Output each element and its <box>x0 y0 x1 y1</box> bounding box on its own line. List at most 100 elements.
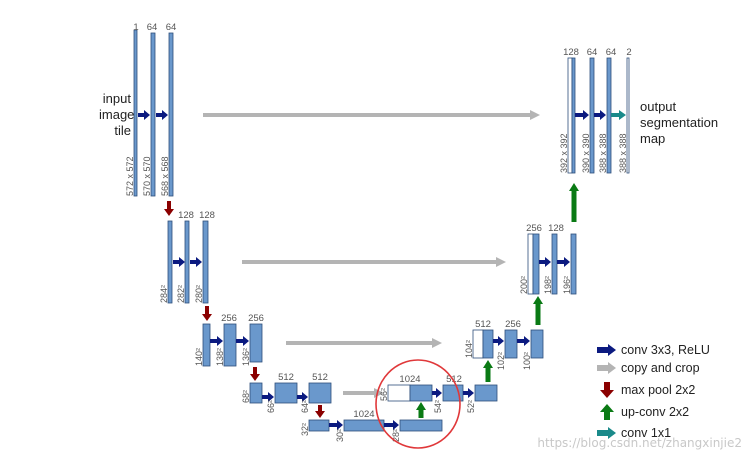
copy-crop-arrow <box>203 110 540 120</box>
feature-size-label: 100² <box>522 352 532 370</box>
feature-size-label: 136² <box>241 348 251 366</box>
channel-count-label: 128 <box>199 210 215 221</box>
channel-count-label: 128 <box>178 210 194 221</box>
feature-map-block <box>570 233 577 295</box>
feature-map-block <box>223 323 237 367</box>
feature-map-block <box>474 384 498 402</box>
channel-count-label: 256 <box>221 313 237 324</box>
feature-size-label: 28² <box>391 429 401 442</box>
legend-conv1x1-label: conv 1x1 <box>621 426 672 440</box>
feature-size-label: 56² <box>379 388 389 401</box>
channel-count-label: 128 <box>563 47 579 58</box>
conv-arrow <box>384 420 399 430</box>
channel-count-label: 2 <box>626 47 631 58</box>
feature-size-label: 32² <box>300 423 310 436</box>
max-pool-arrow <box>315 405 325 418</box>
legend-copy: copy and crop <box>597 359 700 377</box>
legend-conv1x1: conv 1x1 <box>597 424 671 442</box>
channel-count-label: 64 <box>587 47 598 58</box>
max-pool-arrow <box>164 201 174 216</box>
input-label-line: tile <box>114 123 131 138</box>
conv-arrow <box>493 336 504 346</box>
arrows-layer <box>138 110 626 430</box>
feature-map-block <box>409 384 433 402</box>
channel-count-label: 256 <box>526 223 542 234</box>
output-label-line: segmentation <box>640 115 719 130</box>
copy-crop-arrow <box>343 388 384 398</box>
feature-size-label: 280² <box>194 285 204 303</box>
feature-size-label: 282² <box>176 285 186 303</box>
legend-pool-label: max pool 2x2 <box>621 383 696 397</box>
feature-map-block <box>202 323 211 367</box>
channel-count-label: 64 <box>166 22 177 33</box>
conv-arrow <box>190 257 202 267</box>
feature-map-block <box>504 329 518 359</box>
max-pool-arrow <box>202 306 212 321</box>
input-label-line: image <box>99 107 135 122</box>
feature-map-block <box>249 382 263 404</box>
channel-count-label: 512 <box>312 372 328 383</box>
conv-arrow <box>432 388 442 398</box>
feature-size-label: 568 x 568 <box>160 156 170 196</box>
feature-map-block <box>532 233 540 295</box>
conv-arrow <box>173 257 185 267</box>
feature-map-block <box>399 419 443 432</box>
up-conv-arrow <box>483 360 493 382</box>
channel-count-label: 512 <box>475 319 491 330</box>
conv1x1-arrow <box>611 110 626 120</box>
upconv-arrow-icon <box>600 404 614 420</box>
feature-size-label: 198² <box>543 276 553 294</box>
feature-map-block <box>308 382 332 404</box>
max-pool-arrow <box>250 367 260 381</box>
channel-count-label: 1 <box>133 22 138 33</box>
copied-feature-map-block <box>387 384 411 402</box>
copied-feature-map-block <box>626 57 630 174</box>
output-label-line: output <box>640 99 677 114</box>
feature-size-label: 54² <box>433 400 443 413</box>
feature-size-label: 30² <box>335 429 345 442</box>
legend-upconv: up-conv 2x2 <box>597 403 689 421</box>
conv-arrow <box>517 336 530 346</box>
copy-crop-arrow <box>286 338 442 348</box>
watermark: https://blog.csdn.net/zhangxinjie2 <box>537 436 742 450</box>
feature-size-label: 390 x 390 <box>581 133 591 173</box>
channel-count-label: 128 <box>548 223 564 234</box>
feature-map-block <box>167 220 173 304</box>
feature-size-label: 388 x 388 <box>598 133 608 173</box>
channel-count-label: 512 <box>446 374 462 385</box>
conv-arrow <box>594 110 606 120</box>
conv-arrow <box>262 392 274 402</box>
conv-arrow <box>329 420 343 430</box>
channel-count-label: 1024 <box>353 409 374 420</box>
output-label-line: map <box>640 131 666 146</box>
up-conv-arrow <box>533 296 543 325</box>
channel-count-label: 64 <box>147 22 158 33</box>
pool-arrow-icon <box>600 382 614 398</box>
output-label: output segmentation map <box>640 99 718 147</box>
feature-size-label: 66² <box>266 400 276 413</box>
highlight-circle <box>375 359 461 449</box>
feature-size-label: 138² <box>215 348 225 366</box>
conv-arrow <box>156 110 168 120</box>
feature-size-label: 200² <box>519 276 529 294</box>
up-conv-arrow <box>569 183 579 222</box>
feature-size-label: 196² <box>562 276 572 294</box>
conv-arrow <box>463 388 474 398</box>
feature-size-label: 140² <box>194 348 204 366</box>
conv-arrow-icon <box>597 344 616 356</box>
conv-arrow <box>210 336 223 346</box>
legend-conv: conv 3x3, ReLU <box>597 341 710 359</box>
conv-arrow <box>539 257 551 267</box>
feature-map-block <box>482 329 494 359</box>
conv-arrow <box>557 257 570 267</box>
copy-arrow-icon <box>597 362 616 374</box>
legend-upconv-label: up-conv 2x2 <box>621 405 690 419</box>
feature-map-block <box>202 220 209 304</box>
feature-map-block <box>530 329 544 359</box>
feature-size-label: 570 x 570 <box>142 156 152 196</box>
feature-size-label: 104² <box>464 340 474 358</box>
conv-arrow <box>138 110 150 120</box>
conv-arrow <box>297 392 308 402</box>
feature-size-label: 64² <box>300 400 310 413</box>
